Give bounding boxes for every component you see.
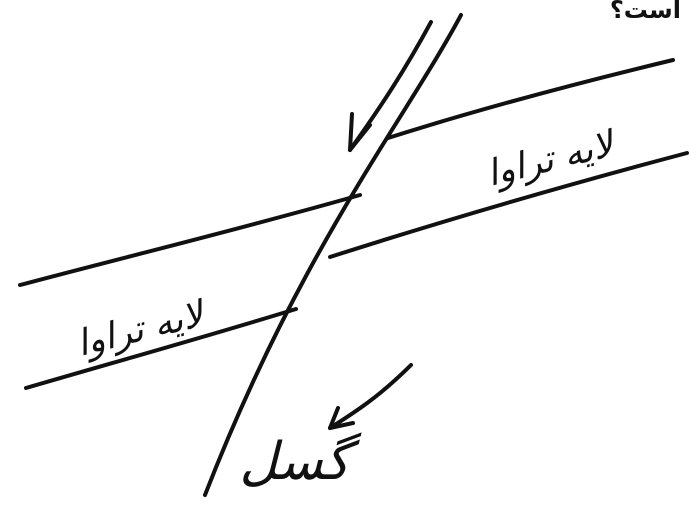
upper-layer-bottom-boundary	[328, 151, 689, 259]
fault-label: گسل	[239, 432, 362, 492]
lower-layer-top-boundary	[18, 193, 362, 287]
fault-motion-arrowhead-lower	[328, 406, 355, 430]
fault-motion-arrow-lower	[328, 363, 413, 430]
question-text-fragment: است؟	[609, 0, 681, 24]
upper-permeable-layer-label: لایه تراوا	[482, 123, 620, 195]
upper-layer-top-boundary	[386, 58, 675, 140]
lower-layer-bottom-boundary	[24, 307, 298, 390]
fault-line	[203, 13, 463, 497]
fault-motion-arrowhead-upper	[348, 112, 372, 152]
